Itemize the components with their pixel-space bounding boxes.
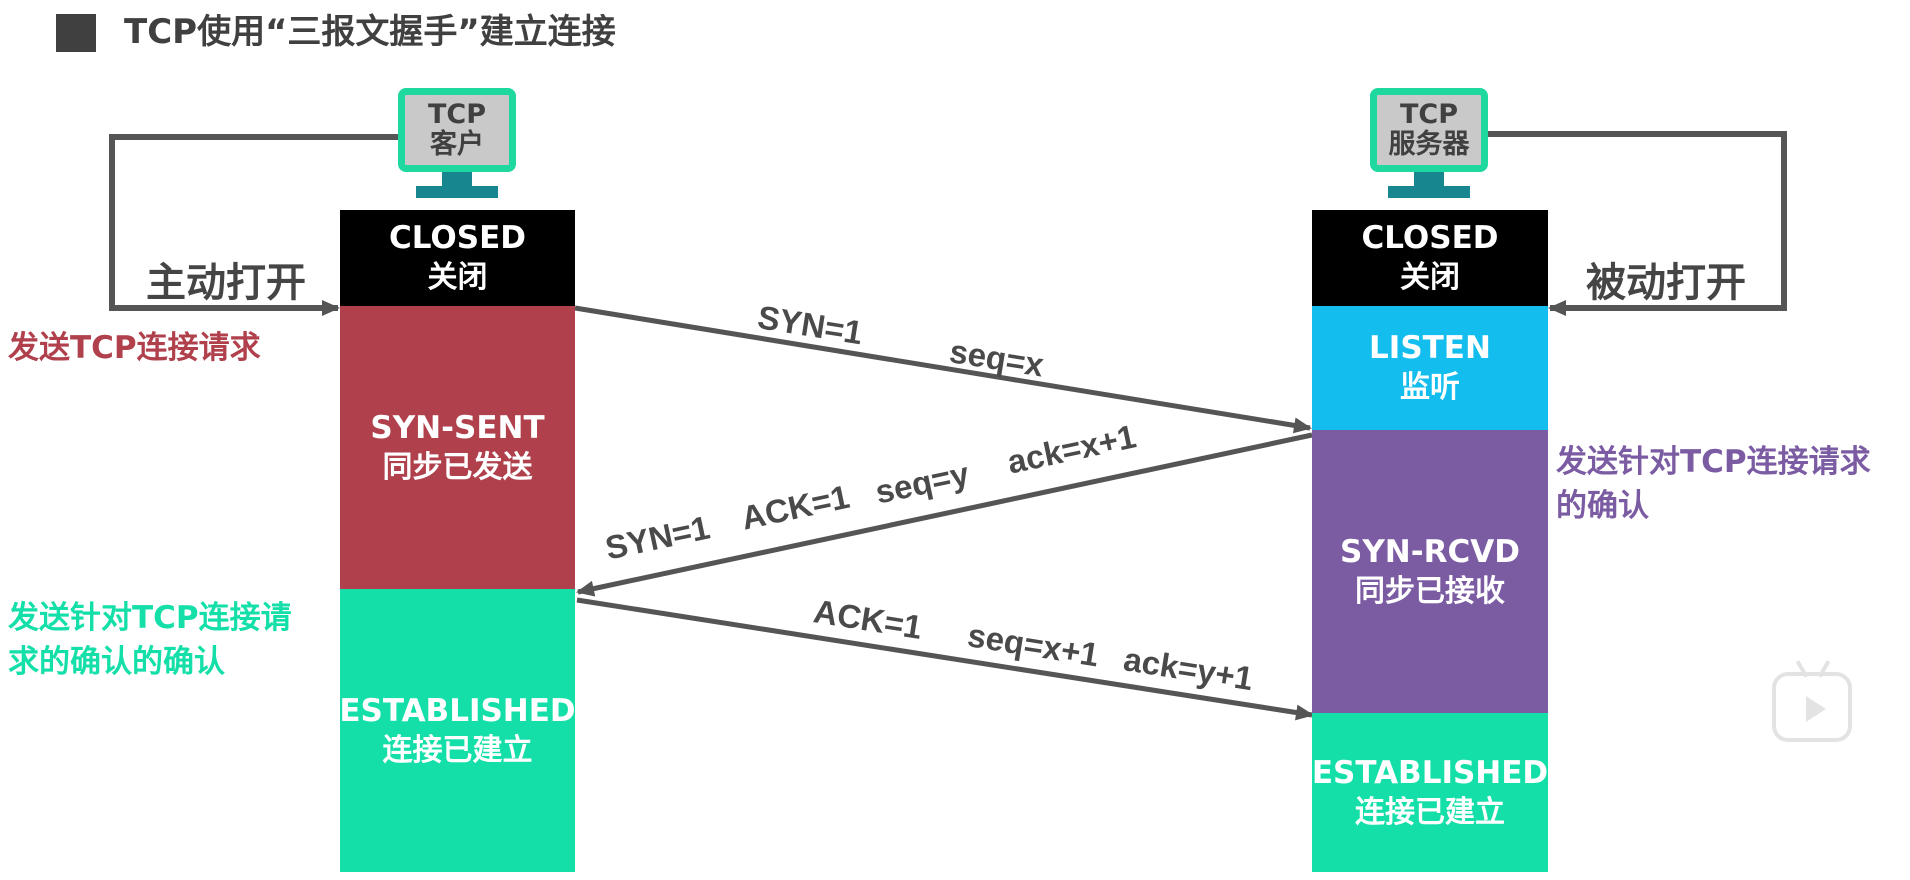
server-computer-line2: 服务器 xyxy=(1388,129,1470,160)
server-note-send-ack-line2: 的确认 xyxy=(1556,488,1649,524)
title-square-icon xyxy=(56,14,96,52)
state-cn: 监听 xyxy=(1400,370,1460,405)
state-en: ESTABLISHED xyxy=(1311,754,1549,791)
state-cn: 同步已接收 xyxy=(1355,573,1505,609)
server-state-closed: CLOSED 关闭 xyxy=(1312,210,1548,306)
state-cn: 连接已建立 xyxy=(1355,794,1505,830)
server-computer: TCP 服务器 xyxy=(1370,88,1488,206)
state-en: SYN-SENT xyxy=(370,409,545,446)
client-note-ack-of-ack: 发送针对TCP连接请 求的确认的确认 xyxy=(8,596,292,684)
client-open-path xyxy=(109,134,398,316)
computer-icon: TCP 服务器 xyxy=(1370,88,1488,172)
client-state-established: ESTABLISHED 连接已建立 xyxy=(339,589,576,872)
server-computer-line1: TCP xyxy=(1399,99,1459,130)
state-en: CLOSED xyxy=(1361,220,1499,256)
arrow-syn xyxy=(574,305,1312,434)
state-cn: 关闭 xyxy=(1400,260,1460,295)
server-open-path xyxy=(1488,131,1787,316)
client-note-send-request: 发送TCP连接请求 xyxy=(8,330,261,366)
state-cn: 连接已建立 xyxy=(382,732,533,768)
page-title: TCP使用“三报文握手”建立连接 xyxy=(124,12,616,52)
server-state-syn-rcvd: SYN-RCVD 同步已接收 xyxy=(1312,430,1548,713)
client-computer-line2: 客户 xyxy=(430,129,484,160)
play-icon[interactable] xyxy=(1772,660,1852,742)
state-cn: 同步已发送 xyxy=(382,449,533,485)
server-note-send-ack-line1: 发送针对TCP连接请求 xyxy=(1556,444,1871,480)
client-state-closed: CLOSED 关闭 xyxy=(340,210,575,306)
server-open-label: 被动打开 xyxy=(1586,260,1746,306)
client-state-syn-sent: SYN-SENT 同步已发送 xyxy=(340,306,575,589)
client-note-ack-of-ack-line2: 求的确认的确认 xyxy=(8,644,225,680)
state-cn: 关闭 xyxy=(427,260,488,295)
state-en: SYN-RCVD xyxy=(1340,533,1520,570)
arrow-ack xyxy=(576,597,1314,721)
state-en: LISTEN xyxy=(1369,330,1491,366)
client-computer: TCP 客户 xyxy=(398,88,516,206)
server-state-listen: LISTEN 监听 xyxy=(1312,306,1548,430)
server-note-send-ack: 发送针对TCP连接请求 的确认 xyxy=(1556,440,1871,528)
client-open-label: 主动打开 xyxy=(146,260,306,306)
state-en: CLOSED xyxy=(389,220,526,256)
state-en: ESTABLISHED xyxy=(339,692,576,729)
client-note-ack-of-ack-line1: 发送针对TCP连接请 xyxy=(8,600,292,636)
arrow-syn-ack xyxy=(576,432,1313,597)
server-state-established: ESTABLISHED 连接已建立 xyxy=(1312,713,1548,872)
computer-icon: TCP 客户 xyxy=(398,88,516,172)
client-computer-line1: TCP xyxy=(427,99,487,130)
